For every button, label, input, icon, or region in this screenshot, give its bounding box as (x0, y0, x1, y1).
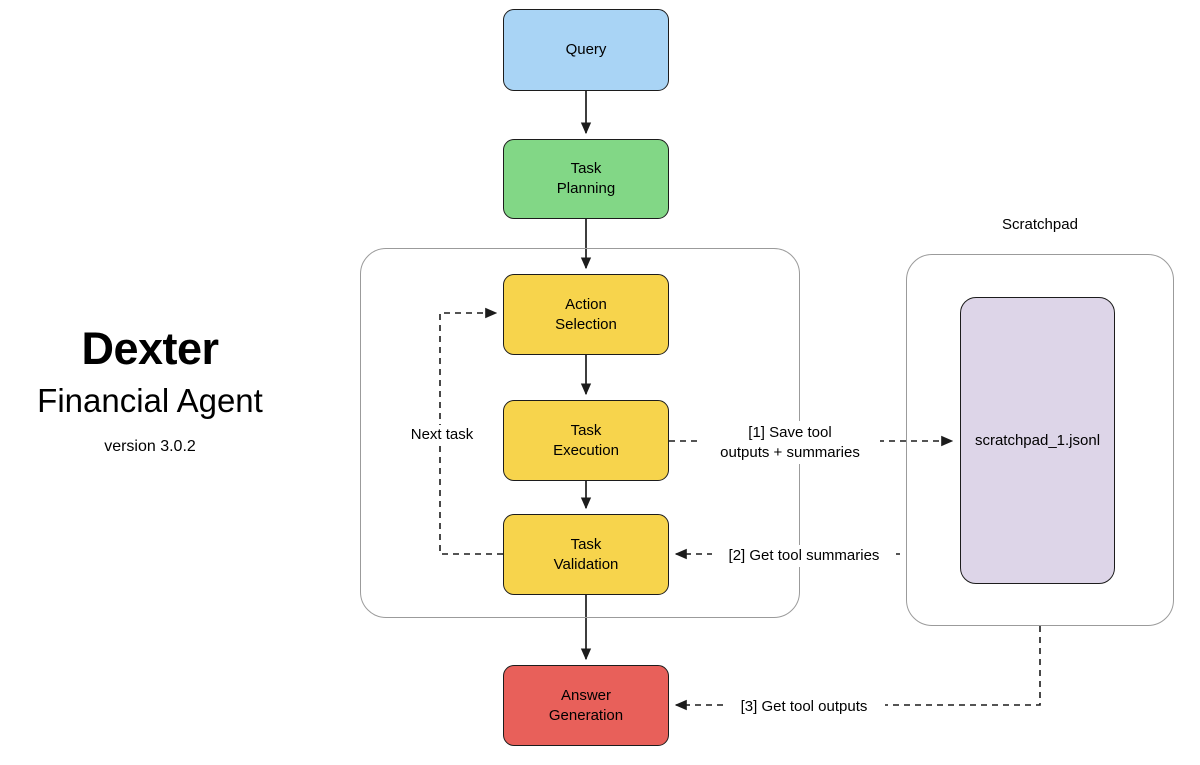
edge-label-get-tool-outputs: [3] Get tool outputs (723, 696, 885, 718)
app-title: Dexter (81, 323, 219, 374)
node-task-execution[interactable]: Task Execution (503, 400, 669, 481)
scratchpad-group-label: Scratchpad (1002, 216, 1078, 233)
edge-label-save-tool-outputs: [1] Save tool outputs + summaries (700, 421, 880, 464)
node-task-validation[interactable]: Task Validation (503, 514, 669, 595)
edge-get-tool-outputs (674, 626, 1041, 711)
node-action-selection[interactable]: Action Selection (503, 274, 669, 355)
app-subtitle: Financial Agent (37, 382, 263, 420)
edge-label-next-task: Next task (388, 425, 496, 445)
scratchpad-group (906, 254, 1174, 626)
brand-block: Dexter Financial Agent version 3.0.2 (0, 325, 300, 456)
edge-label-get-tool-summaries: [2] Get tool summaries (712, 545, 896, 567)
app-version: version 3.0.2 (104, 438, 196, 456)
node-task-planning[interactable]: Task Planning (503, 139, 669, 219)
node-answer-generation[interactable]: Answer Generation (503, 665, 669, 746)
node-query[interactable]: Query (503, 9, 669, 91)
scratchpad-file[interactable]: scratchpad_1.jsonl (960, 297, 1115, 584)
